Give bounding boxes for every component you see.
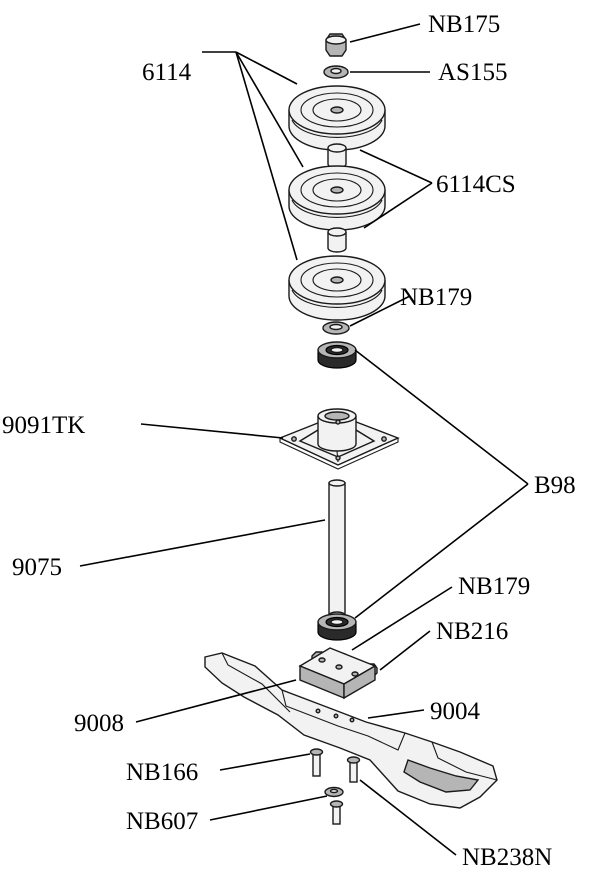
label-nb238n: NB238N [462,844,552,871]
label-9004: 9004 [430,698,481,725]
label-nb216: NB216 [436,618,508,645]
label-9008: 9008 [74,710,124,737]
label-6114: 6114 [142,59,192,86]
pulley-6114-middle [288,165,386,231]
washer-nb179-top [322,321,350,335]
spacer-6114cs-lower [327,227,347,253]
washer-nb607 [324,786,344,798]
leader-lines [79,23,529,856]
label-9075: 9075 [12,554,62,581]
label-nb179-bottom: NB179 [458,573,530,600]
plate-9008 [298,647,377,700]
bolt-nb238n [329,756,361,825]
label-nb179-top: NB179 [400,284,472,311]
housing-9091tk [278,408,400,470]
bearing-b98-top [317,341,357,369]
bolt-nb166 [309,748,324,777]
label-nb166: NB166 [126,759,198,786]
pulley-6114-bottom [288,255,386,321]
blade-9004 [204,652,498,809]
bearing-b98-bottom [317,613,357,641]
spacer-6114cs-upper [327,143,347,169]
label-nb607: NB607 [126,808,198,835]
label-b98: B98 [534,472,576,499]
label-6114cs: 6114CS [436,171,516,198]
pulley-6114-top [288,85,386,151]
label-as155: AS155 [438,59,507,86]
washer-as155 [323,65,349,79]
label-nb175: NB175 [428,11,500,38]
nut-nb175 [325,33,347,57]
label-9091tk: 9091TK [2,412,85,439]
shaft-9075 [328,479,346,619]
